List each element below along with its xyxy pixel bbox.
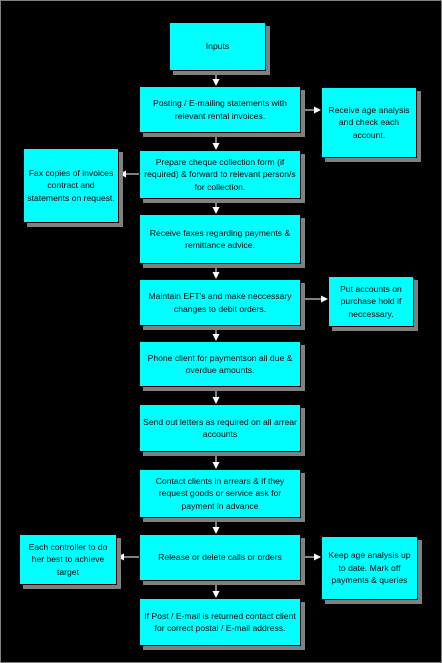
node-keep-age: Keep age analysis up to date. Mark off p… [321,536,418,600]
node-keep-age-text: Keep age analysis up to date. Mark off p… [328,550,411,586]
node-controller: Each controller to do her best to achiev… [19,534,117,585]
node-posting: Posting / E-mailing statements with rele… [139,86,301,133]
node-age-analysis-text: Receive age analysis and check each acco… [328,104,410,140]
node-fax-copies-text: Fax copies of invoices contract and stat… [27,167,115,203]
node-contact-clients: Contact clients in arrears & if they req… [139,469,301,518]
node-inputs: Inputs [169,22,266,71]
node-receive-faxes-text: Receive faxes regarding payments & remit… [149,227,291,251]
node-contact-clients-text: Contact clients in arrears & if they req… [155,475,285,511]
node-maintain-eft: Maintain EFT's and make neccessary chang… [139,279,301,326]
node-age-analysis: Receive age analysis and check each acco… [321,87,417,158]
node-fax-copies: Fax copies of invoices contract and stat… [23,148,119,223]
node-returned-post-text: If Post / E-mail is returned contact cli… [144,610,296,634]
node-release-calls-text: Release or delete calls or orders [158,552,282,563]
node-receive-faxes: Receive faxes regarding payments & remit… [139,214,301,264]
node-release-calls: Release or delete calls or orders [139,534,301,581]
node-purchase-hold-text: Put accounts on purchase hold if neccess… [340,283,402,319]
node-returned-post: If Post / E-mail is returned contact cli… [139,598,301,646]
node-maintain-eft-text: Maintain EFT's and make neccessary chang… [148,291,292,314]
node-posting-text: Posting / E-mailing statements with rele… [153,98,287,121]
node-purchase-hold: Put accounts on purchase hold if neccess… [328,276,414,327]
node-cheque-form-text: Prepare cheque collection form (if requi… [144,156,296,192]
node-send-letters-text: Send out letters as required on all arre… [143,416,297,440]
node-controller-text: Each controller to do her best to achiev… [28,541,108,577]
node-cheque-form: Prepare cheque collection form (if requi… [139,150,301,199]
node-inputs-text: Inputs [205,41,230,52]
node-phone-client: Phone client for paymentson all due & ov… [139,341,301,387]
node-send-letters: Send out letters as required on all arre… [139,404,301,452]
node-phone-client-text: Phone client for paymentson all due & ov… [147,352,293,376]
